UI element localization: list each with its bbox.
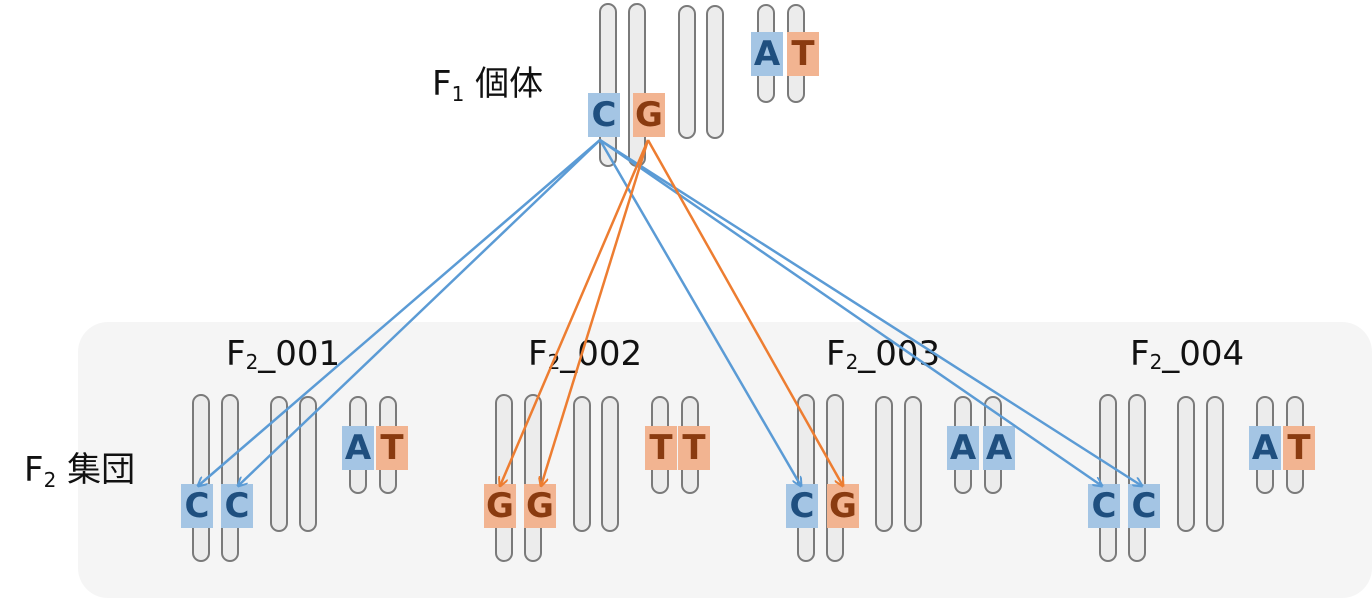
f1-chromosome-2a	[678, 5, 696, 139]
arrow-g-to-f2-002-a	[500, 139, 650, 486]
f2-002-chromosome-2a	[573, 396, 591, 532]
f2-002-allele-3b: T	[678, 426, 710, 470]
f1-label-sub: 1	[451, 82, 465, 106]
f2-population-panel	[78, 322, 1372, 598]
f2-004-chromosome-2b	[1206, 396, 1224, 532]
f2-002-title-base: F	[528, 334, 548, 374]
f2-label-sub: 2	[43, 468, 57, 492]
f2-001-allele-3b: T	[376, 426, 408, 470]
f2-002-title-suffix: _002	[560, 334, 643, 374]
f2-003-title-sub: 2	[845, 350, 859, 374]
f1-allele-t: T	[787, 32, 819, 76]
f2-003-title-base: F	[826, 334, 846, 374]
f2-004-title-sub: 2	[1149, 350, 1163, 374]
f2-004-allele-3a: A	[1249, 426, 1281, 470]
f2-002-allele-1a: G	[484, 484, 516, 528]
f2-004-title-suffix: _004	[1162, 334, 1245, 374]
f2-003-allele-1a: C	[786, 484, 818, 528]
arrow-c-to-f2-003-a	[598, 139, 801, 486]
f2-001-allele-1b: C	[221, 484, 253, 528]
arrow-c-to-f2-004-b	[599, 138, 1142, 486]
f2-001-chromosome-2b	[299, 396, 317, 532]
f2-003-chromosome-2b	[904, 396, 922, 532]
f2-001-chromosome-2a	[270, 396, 288, 532]
f2-population-label: F2 集団	[24, 442, 135, 492]
f1-allele-g: G	[633, 93, 665, 137]
f2-004-allele-1b: C	[1128, 484, 1160, 528]
f2-001-title-base: F	[226, 334, 246, 374]
arrow-c-to-f2-004-a	[599, 138, 1102, 486]
f2-003-chromosome-2a	[875, 396, 893, 532]
f2-004-title-base: F	[1130, 334, 1150, 374]
f1-label-word: 個体	[475, 64, 544, 104]
arrow-g-to-f2-002-b	[541, 139, 650, 486]
f2-004-allele-3b: T	[1283, 426, 1315, 470]
f2-001-title-suffix: _001	[258, 334, 341, 374]
f1-allele-a: A	[751, 32, 783, 76]
f2-004-allele-1a: C	[1088, 484, 1120, 528]
arrow-c-to-f2-001-a	[198, 139, 601, 486]
f2-003-title: F2_003	[826, 334, 940, 374]
arrow-c-to-f2-001-b	[238, 139, 601, 486]
f2-001-allele-1a: C	[181, 484, 213, 528]
f2-002-allele-3a: T	[645, 426, 677, 470]
f2-002-chromosome-2b	[601, 396, 619, 532]
f2-003-allele-1b: G	[827, 484, 859, 528]
f2-label-word: 集団	[67, 450, 136, 490]
f2-002-allele-1b: G	[524, 484, 556, 528]
f2-label-base: F	[24, 450, 44, 490]
f2-003-title-suffix: _003	[858, 334, 941, 374]
f2-004-chromosome-2a	[1177, 396, 1195, 532]
f2-001-title: F2_001	[226, 334, 340, 374]
f1-chromosome-2b	[706, 5, 724, 139]
f1-allele-c: C	[588, 93, 620, 137]
f2-001-allele-3a: A	[342, 426, 374, 470]
f2-004-title: F2_004	[1130, 334, 1244, 374]
f2-003-allele-3a: A	[947, 426, 979, 470]
f1-label-base: F	[432, 64, 452, 104]
f2-003-allele-3b: A	[983, 426, 1015, 470]
arrow-g-to-f2-003-b	[646, 139, 843, 486]
f1-label: F1 個体	[432, 56, 543, 106]
f2-001-title-sub: 2	[245, 350, 259, 374]
f2-002-title: F2_002	[528, 334, 642, 374]
